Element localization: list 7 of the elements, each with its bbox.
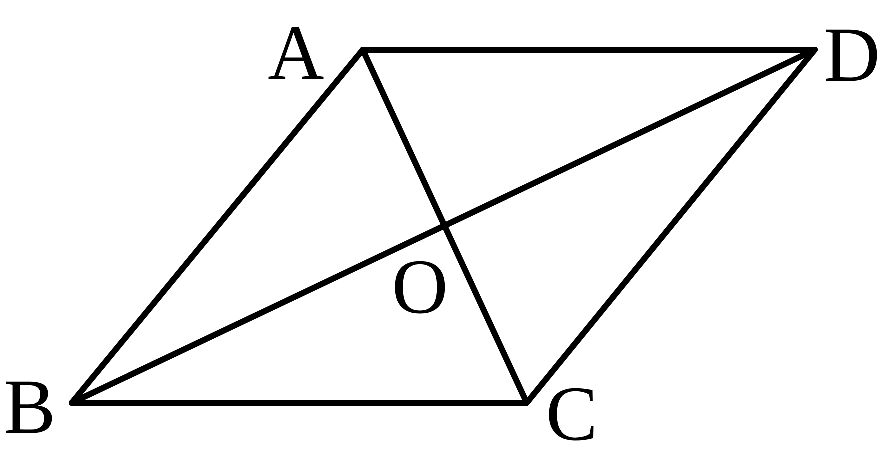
line-segment (360, 47, 530, 406)
vertex-label: D (824, 16, 880, 94)
vertex-label: A (268, 14, 324, 92)
vertex-label: B (4, 368, 56, 446)
vertex-label: C (546, 375, 598, 453)
line-segment (69, 47, 818, 406)
point-label: O (392, 248, 448, 326)
